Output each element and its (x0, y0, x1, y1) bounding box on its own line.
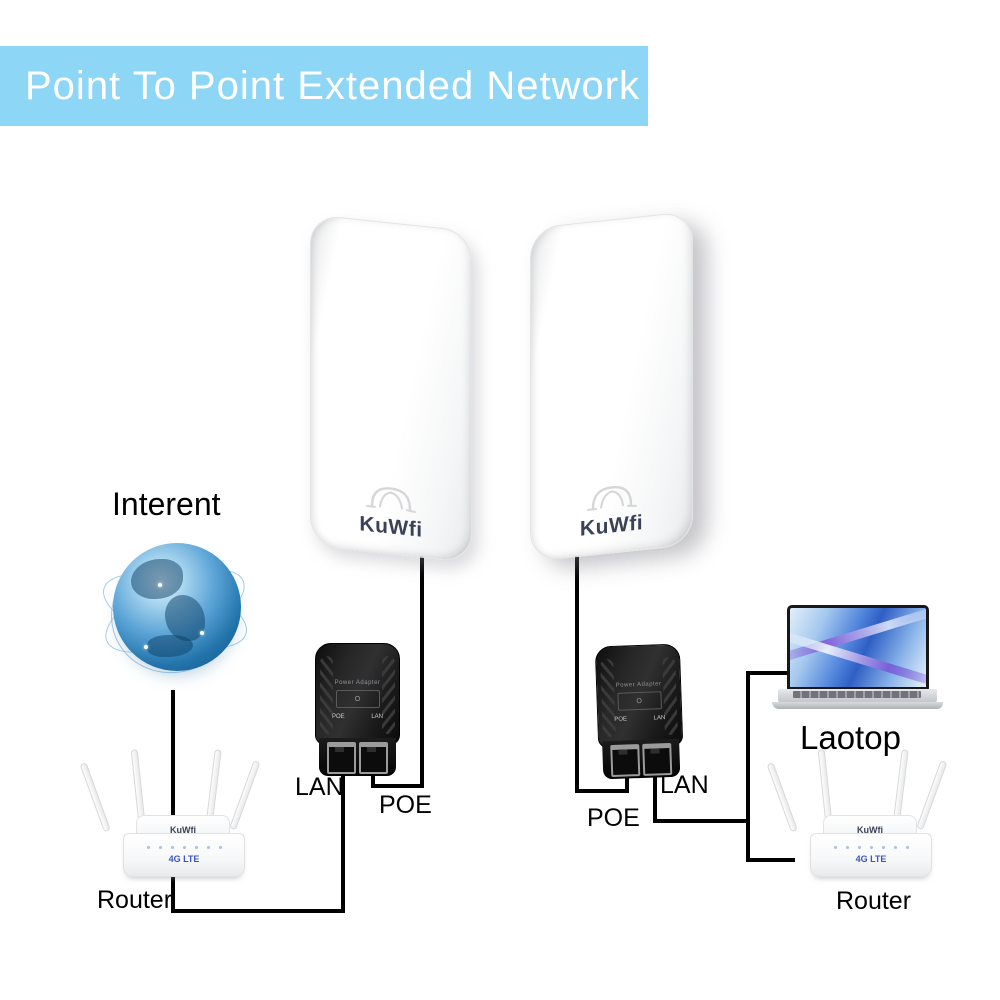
injector-panel-text: Power Adapter (334, 680, 381, 686)
lte-badge: 4G LTE (855, 854, 887, 864)
injector-label-plate: O (335, 690, 380, 708)
poe-injector-left: Power Adapter O POE LAN (313, 638, 403, 778)
page-title: Point To Point Extended Network (25, 63, 641, 108)
grip-hatch-icon (320, 656, 333, 734)
cpe-device-right: KuWfi (530, 210, 693, 562)
brand-logo-text: KuWfi (170, 825, 196, 835)
port-label-poe: POE (332, 714, 345, 720)
port-label-poe: POE (614, 716, 628, 723)
wire-lan-to-bus (653, 766, 748, 823)
router-front-panel: 4G LTE (810, 833, 932, 877)
rj45-port-poe (610, 744, 641, 778)
router-left: KuWfi 4G LTE (79, 745, 261, 877)
wifi-dome-icon (366, 487, 416, 514)
poe-label-right: POE (587, 804, 640, 832)
wire-internet-to-lan (171, 690, 345, 913)
router-front-panel: 4G LTE (123, 833, 245, 877)
rj45-port-lan (327, 742, 356, 774)
grip-hatch-icon (662, 656, 678, 736)
router-label-right: Router (836, 887, 912, 915)
port-label-lan: LAN (371, 714, 383, 720)
grip-hatch-icon (382, 656, 395, 734)
cpe-device-left: KuWfi (310, 214, 472, 564)
wifi-dome-icon (586, 486, 637, 511)
grip-hatch-icon (600, 658, 616, 738)
cpe-logo-left: KuWfi (311, 474, 471, 548)
brand-logo-text: KuWfi (857, 825, 883, 835)
router-label-left: Router (97, 886, 173, 914)
globe-sphere (113, 543, 241, 671)
brand-logo-text: KuWfi (359, 512, 423, 542)
laptop-keyboard (778, 689, 937, 702)
title-banner: Point To Point Extended Network (0, 46, 648, 126)
wire-cpe1-to-poe (371, 548, 424, 788)
lte-badge: 4G LTE (168, 854, 200, 864)
lan-label-right: LAN (660, 771, 709, 799)
wire-cpe2-to-poe (575, 548, 629, 793)
cpe-logo-right: KuWfi (531, 473, 692, 547)
led-indicators (124, 846, 244, 849)
internet-globe-icon (89, 528, 261, 696)
laptop-label: Laotop (800, 719, 901, 756)
injector-label-plate: O (616, 691, 662, 711)
wire-laptop-bus-router (746, 671, 795, 862)
laptop-screen (787, 605, 929, 690)
brand-logo-text: KuWfi (579, 511, 644, 541)
rj45-port-poe (359, 742, 388, 774)
port-label-lan: LAN (653, 715, 666, 722)
led-indicators (811, 846, 931, 849)
poe-injector-right: Power Adapter O POE LAN (593, 638, 688, 781)
injector-body: Power Adapter O POE LAN (594, 643, 684, 749)
internet-label: Interent (112, 486, 221, 522)
poe-label-left: POE (379, 791, 432, 819)
lan-label-left: LAN (295, 773, 344, 801)
laptop (770, 598, 945, 710)
laptop-base (772, 702, 943, 709)
injector-body: Power Adapter O POE LAN (315, 643, 400, 745)
port-labels: POE LAN (316, 714, 399, 720)
router-right: KuWfi 4G LTE (766, 745, 948, 877)
